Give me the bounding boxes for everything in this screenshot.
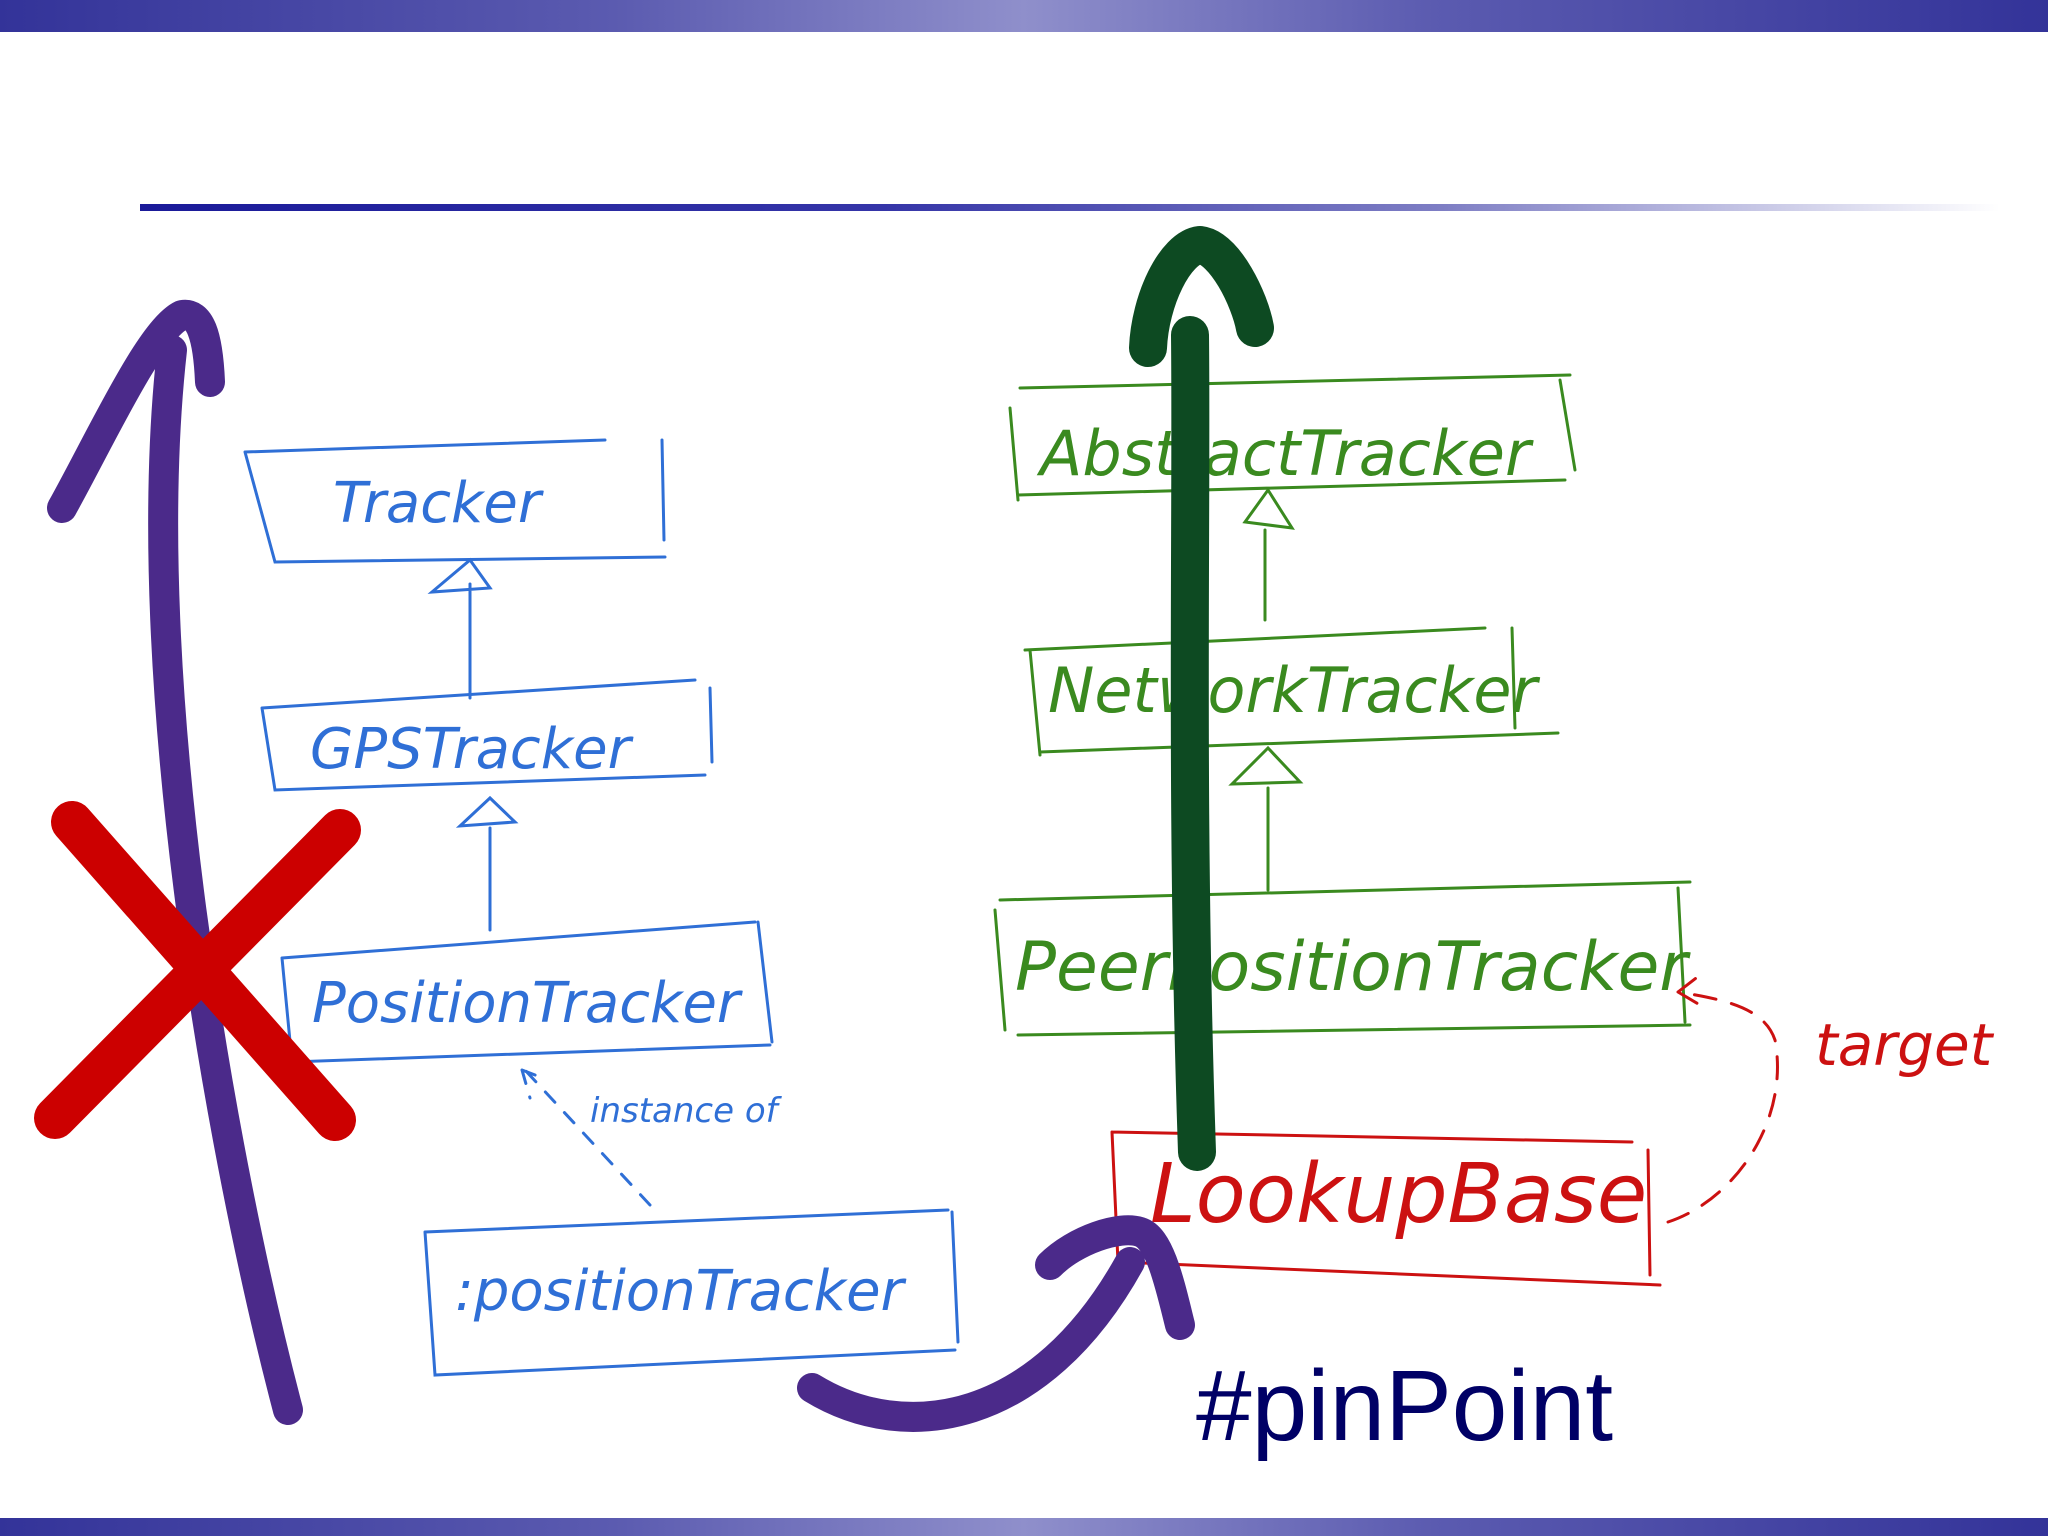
networktracker-label: NetworkTracker (1048, 654, 1541, 727)
target-association-arrow (1666, 973, 1779, 1224)
abstracttracker-label: AbstractTracker (1036, 417, 1534, 490)
gps-to-tracker-inheritance-arrow (427, 557, 493, 700)
right-diagram (993, 373, 1692, 1037)
positiontracker-instance-box (423, 1208, 960, 1377)
bottom-banner-band (0, 1518, 2048, 1536)
cross-out-icon (34, 801, 361, 1141)
instance-of-label: instance of (590, 1091, 783, 1131)
tracker-label: Tracker (333, 471, 544, 536)
position-to-gps-inheritance-arrow (455, 795, 519, 932)
gpstracker-label: GPSTracker (310, 717, 634, 782)
left-diagram (243, 438, 960, 1377)
top-banner-band (0, 0, 2048, 32)
hashtag-label: #pinPoint (1196, 1350, 1613, 1462)
upward-arrow-icon (47, 299, 303, 1425)
positiontracker-label: PositionTracker (312, 971, 743, 1036)
networktracker-box (1023, 626, 1560, 757)
peer-to-network-inheritance-arrow (1228, 745, 1304, 892)
instance-of-dependency-arrow (520, 1068, 652, 1207)
network-to-abstract-inheritance-arrow (1242, 487, 1295, 622)
target-label: target (1815, 1011, 1995, 1079)
title-underline (140, 204, 2000, 211)
gpstracker-box (260, 678, 714, 792)
peerpositiontracker-label: PeerPositionTracker (1015, 928, 1691, 1007)
lookupbase-label: LookupBase (1150, 1147, 1647, 1242)
peerpositiontracker-box (993, 880, 1692, 1037)
curved-arrow-icon (797, 1215, 1195, 1432)
tracker-box (243, 438, 667, 564)
abstracttracker-box (1008, 373, 1577, 502)
inheritance-chain-arrow-icon (1129, 226, 1274, 1171)
positiontracker-instance-label: :positionTracker (455, 1259, 907, 1324)
